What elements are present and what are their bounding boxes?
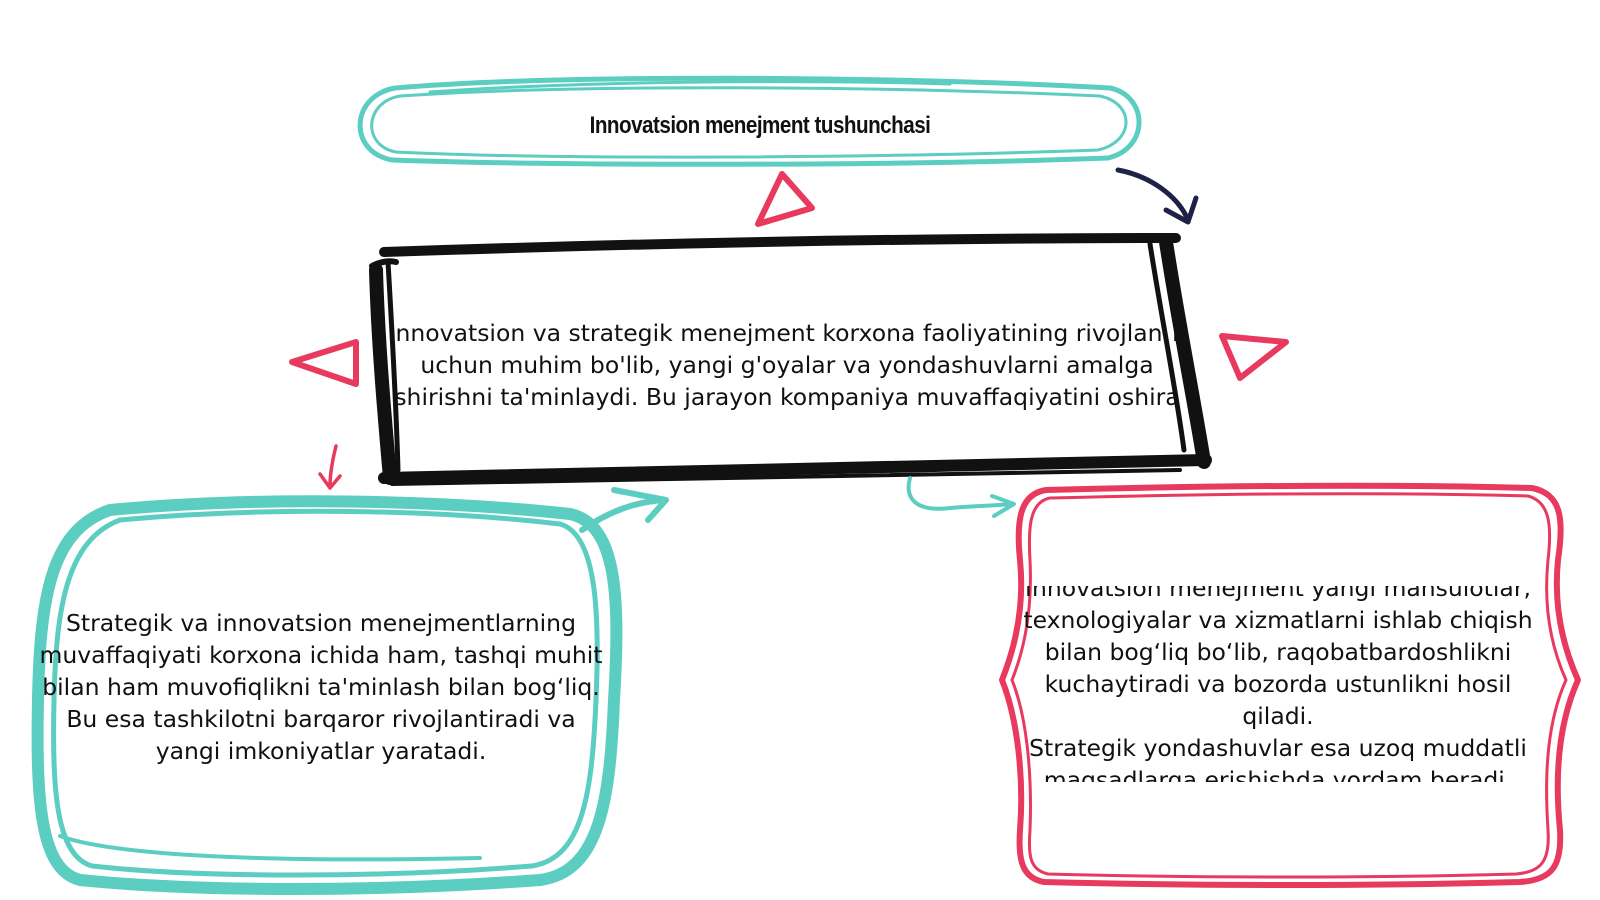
triangle-icon-right <box>1219 333 1289 381</box>
right-box-line: bilan bog‘liq bo‘lib, raqobatbardoshlikn… <box>1044 638 1512 666</box>
triangle-icon-top <box>755 171 815 227</box>
small-arrow-icon <box>318 444 342 490</box>
left-box-line: yangi imkoniyatlar yaratadi. <box>155 737 487 765</box>
left-box-line: muvaffaqiyati korxona ichida ham, tashqi… <box>39 641 603 669</box>
center-box-line: uchun muhim bo'lib, yangi g'oyalar va yo… <box>420 351 1154 379</box>
right-box-outline <box>999 482 1581 888</box>
left-box-line: bilan ham muvofiqlikni ta'minlash bilan … <box>42 673 600 701</box>
right-box-line: kuchaytiradi va bozorda ustunlikni hosil… <box>1044 670 1512 730</box>
title-pill-outline <box>357 75 1142 167</box>
right-box-line: Innovatsion menejment yangi mahsulotlar, <box>1025 586 1531 602</box>
left-box-text: Strategik va innovatsion menejmentlarnin… <box>38 606 604 768</box>
right-box-line: texnologiyalar va xizmatlarni ishlab chi… <box>1023 606 1533 634</box>
center-box-line: shirishni ta'minlaydi. Bu jarayon kompan… <box>394 383 1180 411</box>
left-box-line: Strategik va innovatsion menejmentlarnin… <box>65 609 576 637</box>
teal-arrow-icon-right <box>906 476 1016 518</box>
left-box-outline <box>31 495 623 895</box>
center-box-text: nnovatsion va strategik menejment korxon… <box>392 300 1182 430</box>
right-box-line: maqsadlarga erishishda yordam beradi. <box>1043 766 1513 782</box>
center-box-outline <box>369 233 1212 486</box>
left-box-line: Bu esa tashkilotni barqaror rivojlantira… <box>66 705 576 733</box>
diagram-title: Innovatsion menejment tushunchasi <box>589 112 931 139</box>
curved-arrow-icon <box>1115 167 1199 225</box>
triangle-icon-left <box>289 339 359 387</box>
center-box-line: nnovatsion va strategik menejment korxon… <box>395 319 1179 347</box>
right-box-line: Strategik yondashuvlar esa uzoq muddatli <box>1029 734 1527 762</box>
right-box-text: Innovatsion menejment yangi mahsulotlar,… <box>1008 586 1548 782</box>
